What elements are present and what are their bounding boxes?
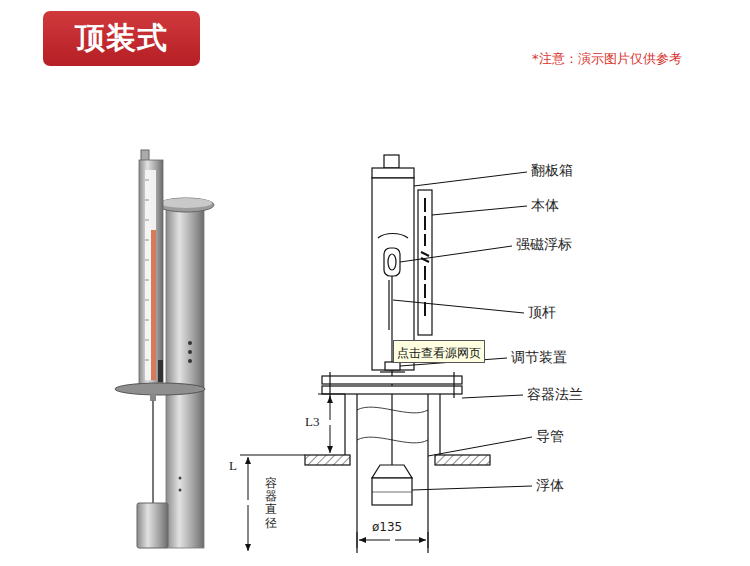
note-text: *注意：演示图片仅供参考 bbox=[532, 52, 682, 67]
tooltip-text: 点击查看源网页 bbox=[397, 346, 481, 360]
dimension-label: 容器直径 bbox=[265, 477, 277, 530]
tooltip-box: 点击查看源网页 bbox=[393, 340, 485, 363]
part-label: 浮体 bbox=[536, 477, 564, 493]
part-label: 顶杆 bbox=[528, 304, 556, 320]
dimension-label: ø135 bbox=[372, 521, 402, 535]
part-label: 导管 bbox=[536, 428, 564, 444]
part-label: 调节装置 bbox=[511, 349, 567, 365]
part-label: 本体 bbox=[531, 197, 559, 213]
gauge-drawing bbox=[305, 155, 490, 553]
gauge-photo bbox=[115, 150, 214, 548]
title-text: 顶装式 bbox=[75, 18, 168, 59]
part-label: 强磁浮标 bbox=[516, 236, 572, 252]
dimension-label: L3 bbox=[305, 415, 319, 430]
leader-lines bbox=[393, 172, 532, 490]
dimension-label: L bbox=[229, 459, 237, 474]
part-label: 翻板箱 bbox=[531, 162, 573, 178]
title-badge: 顶装式 bbox=[43, 11, 200, 66]
dimension-lines bbox=[240, 394, 428, 551]
part-label: 容器法兰 bbox=[527, 386, 583, 402]
